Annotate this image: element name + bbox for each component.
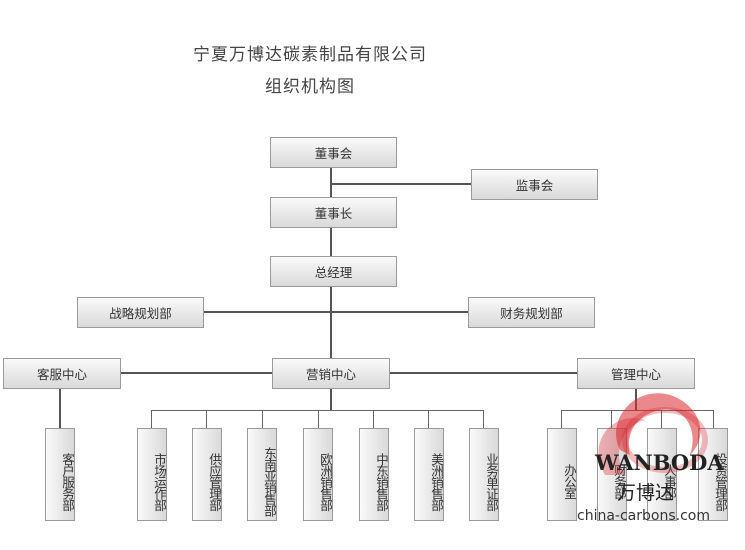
connector-drop	[483, 410, 484, 428]
connector-gm-marketing	[330, 286, 332, 358]
connector-drop	[661, 410, 662, 428]
connector-marketing-bus	[151, 410, 483, 411]
connector-management-down	[635, 388, 637, 410]
connector-management-center	[390, 372, 578, 374]
watermark-domain: china-carbons.com	[577, 508, 710, 524]
dept-middle-east-sales: 中东销售部	[359, 428, 389, 521]
dept-europe-sales: 欧洲销售部	[303, 428, 333, 521]
connector-marketing-down	[330, 388, 332, 410]
dept-office: 办公室	[547, 428, 577, 521]
dept-americas-sales: 美洲销售部	[414, 428, 444, 521]
node-board: 董事会	[270, 137, 397, 168]
node-management-center: 管理中心	[577, 358, 695, 389]
wanboda-logo-icon	[598, 393, 708, 475]
node-customer-center: 客服中心	[3, 358, 121, 389]
dept-southeast-asia-sales: 东南亚销售部	[247, 428, 277, 521]
node-marketing-center: 营销中心	[272, 358, 390, 389]
connector-drop	[373, 410, 374, 428]
connector-board-chairman	[330, 167, 332, 198]
connector-gm-depts	[203, 311, 469, 313]
connector-drop	[611, 410, 612, 428]
node-general-manager: 总经理	[270, 256, 397, 287]
connector-drop	[561, 410, 562, 428]
connector-customer-center	[120, 372, 273, 374]
connector-drop	[713, 410, 714, 428]
connector-customer-dept	[59, 388, 61, 428]
dept-investment-management: 投资管理部	[698, 428, 728, 521]
dept-customer-service: 客户服务部	[45, 428, 75, 521]
dept-market-operation: 市场运作部	[137, 428, 167, 521]
node-finance-planning: 财务规划部	[468, 297, 595, 328]
dept-supply-management: 供应管理部	[192, 428, 222, 521]
chart-subtitle: 组织机构图	[265, 77, 355, 97]
wanboda-watermark-logo: WANBODA 万博达 china-carbons.com	[575, 380, 745, 530]
node-chairman: 董事长	[270, 197, 397, 228]
connector-chairman-gm	[330, 227, 332, 257]
chart-title: 宁夏万博达碳素制品有限公司	[193, 45, 427, 65]
watermark-brand: WANBODA	[595, 450, 724, 475]
connector-supervisors	[331, 183, 472, 185]
node-supervisors: 监事会	[471, 169, 598, 200]
dept-hr: 人事部	[647, 428, 677, 521]
connector-drop	[151, 410, 152, 428]
watermark-cn: 万博达	[617, 482, 675, 504]
connector-drop	[262, 410, 263, 428]
dept-business-documents: 业务单证部	[469, 428, 499, 521]
node-strategy: 战略规划部	[77, 297, 204, 328]
connector-drop	[318, 410, 319, 428]
connector-drop	[206, 410, 207, 428]
connector-drop	[428, 410, 429, 428]
